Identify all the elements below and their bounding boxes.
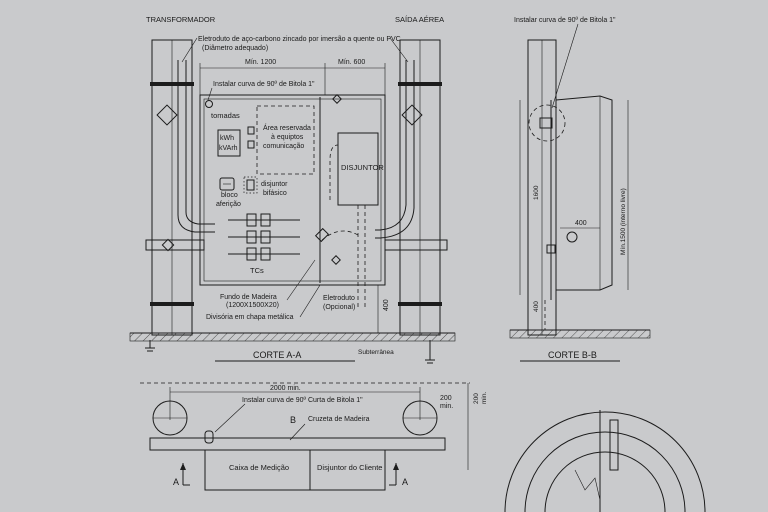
bb-dim-1500: Mín.1500 (interno livre) [620, 188, 627, 255]
plan-view: 2000 min. 200 min. 200 min. Instalar cur… [140, 382, 488, 491]
divisoria-label: Divisória em chapa metálica [206, 314, 294, 321]
disj-bif-line2: bifásico [263, 190, 287, 197]
plan-dim-2000: 2000 min. [270, 385, 301, 392]
kvarh-label: kVArh [219, 145, 238, 152]
measurement-cabinet [199, 94, 386, 286]
caixa-medicao-label: Caixa de Medição [229, 463, 289, 472]
kwh-label: kWh [220, 135, 234, 142]
dim-min-600: Mín. 600 [338, 59, 365, 66]
disjuntor-cliente-box [309, 449, 386, 491]
eletroduto-sub-label: (Diâmetro adequado) [202, 45, 268, 52]
bloco-line1: bloco [221, 192, 238, 199]
fundo-line2: (1200X1500X20) [226, 302, 279, 309]
corte-aa-title: CORTE A-A [253, 350, 301, 360]
right-conduit [375, 60, 407, 231]
plan-cruzeta: Cruzeta de Madeira [308, 416, 370, 423]
plan-instalar-curva: Instalar curva de 90º Curta de Bitola 1" [242, 397, 363, 404]
tcs-label: TCs [250, 266, 264, 275]
bb-dim-400-v: 400 [533, 301, 540, 312]
bb-dim-1600: 1600 [533, 185, 540, 200]
detail-view [504, 410, 706, 512]
plan-b-marker: B [290, 415, 296, 425]
detail-circle [528, 104, 566, 142]
plan-dim-200-v: 200 [473, 393, 480, 404]
section-a-left: A [173, 477, 179, 487]
eletroduto-label: Eletroduto de aço-carbono zincado por im… [198, 36, 401, 43]
left-crossarm [145, 239, 205, 251]
kwh-meter [217, 129, 241, 157]
tcs-group [228, 213, 300, 261]
disjuntor-bifasico [246, 179, 255, 191]
area-line3: comunicação [263, 143, 304, 150]
bb-dim-400-h: 400 [575, 220, 587, 227]
disjuntor-cliente-label: Disjuntor do Cliente [317, 463, 382, 472]
ground-hatch [129, 332, 456, 342]
right-crossarm [384, 239, 448, 251]
dim-min-1200: Mín. 1200 [245, 59, 276, 66]
area-line1: Área reservada [263, 123, 311, 132]
plan-crossarm [149, 437, 446, 451]
saida-aerea-label: SAÍDA AÉREA [395, 15, 444, 24]
plan-dim-min-v: min. [481, 392, 488, 404]
disjuntor-label: DISJUNTOR [341, 163, 384, 172]
bb-cabinet [555, 95, 613, 291]
bloco-line2: aferição [216, 201, 241, 208]
fundo-line1: Fundo de Madeira [220, 294, 277, 301]
section-a-right: A [402, 477, 408, 487]
subterranea-label: Subterrânea [358, 349, 394, 356]
eletroduto2-line2: (Opcional) [323, 304, 355, 311]
bloco-afericao [219, 177, 235, 191]
corte-bb-view: Instalar curva de 90º de Bitola 1" 1600 … [509, 17, 651, 362]
corte-bb-title: CORTE B-B [548, 350, 597, 360]
left-conduit [177, 60, 215, 233]
instalar-curva-label: Instalar curva de 90º de Bitola 1" [213, 81, 315, 88]
reserved-area [256, 105, 315, 175]
area-line2: à equiptos [271, 134, 304, 141]
tomadas-label: tomadas [211, 111, 240, 120]
bb-instalar-curva: Instalar curva de 90º de Bitola 1" [514, 17, 616, 24]
eletroduto2-line1: Eletroduto [323, 295, 355, 302]
disj-bif-line1: disjuntor [261, 181, 288, 188]
plan-dim-min: min. [440, 403, 453, 410]
corte-aa-view: TRANSFORMADOR SAÍDA AÉREA Eletroduto de … [129, 15, 456, 364]
plan-dim-200: 200 [440, 395, 452, 402]
transformador-label: TRANSFORMADOR [146, 15, 216, 24]
dim-400: 400 [383, 299, 390, 311]
